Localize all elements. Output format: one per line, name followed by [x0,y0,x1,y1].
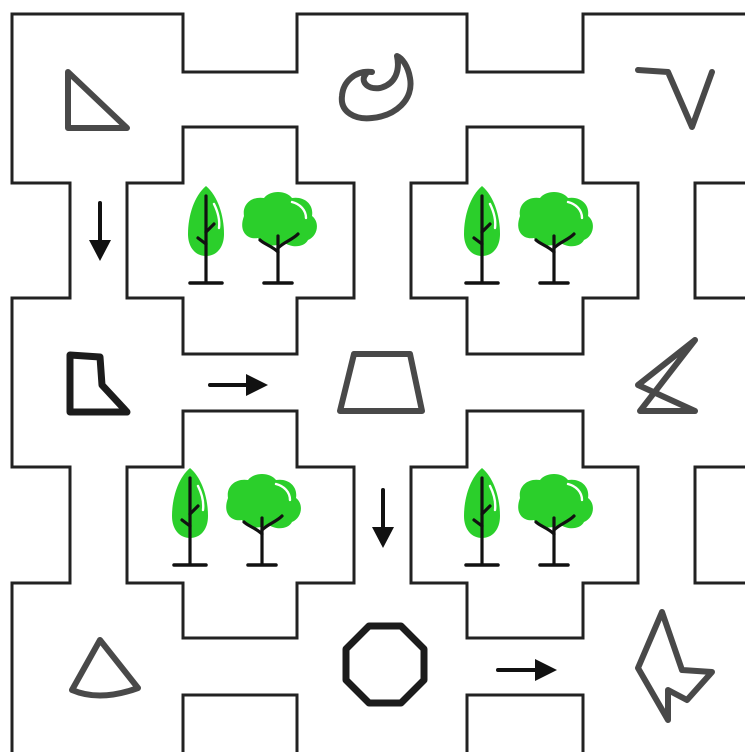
quadrilateral-shape [70,355,127,412]
maze-wall [12,14,745,72]
maze-wall-block [411,411,638,638]
octagon-shape [346,626,424,703]
maze-wall-block [127,127,354,354]
maze-wall-block [411,127,638,354]
arrow-down-icon [372,490,394,548]
zigzag-shape [638,340,695,411]
maze-wall [12,14,70,752]
trees-obstacle-icon [464,468,593,565]
right-triangle-shape [68,72,127,128]
circular-sector-shape [72,640,138,696]
open-polyline-v-shape [638,70,712,127]
maze-wall [183,695,297,752]
spiral-shape [342,56,411,118]
trees-obstacle-icon [464,186,593,283]
arrow-right-icon [210,374,268,396]
trees-obstacle-icon [172,468,301,565]
trapezoid-shape [340,354,422,411]
arrow-down-icon [89,203,111,261]
maze-wall [695,183,745,298]
maze-wall-block [127,411,354,638]
arrow-right-icon [498,659,557,681]
irregular-polygon-shape [638,612,712,720]
trees-obstacle-icon [188,186,317,283]
maze-wall [467,695,583,752]
maze-wall [695,467,745,583]
